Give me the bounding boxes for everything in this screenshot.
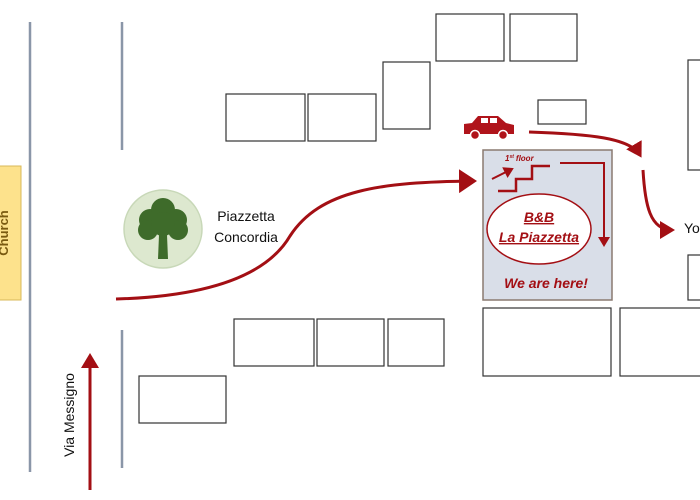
building [537, 99, 587, 125]
stairs-icon [491, 164, 550, 193]
building [382, 61, 431, 130]
building [307, 93, 377, 142]
church-block [0, 165, 22, 301]
building [225, 93, 306, 142]
church-label: Church [0, 210, 11, 256]
route-from-parking [641, 169, 675, 239]
we-are-here-label: We are here! [504, 275, 588, 291]
buildings [138, 13, 700, 424]
bnb-name-line2: La Piazzetta [499, 229, 579, 245]
building [387, 318, 445, 367]
route-to-bnb [115, 169, 477, 301]
tree-icon [123, 189, 203, 269]
building [316, 318, 385, 367]
church: Church [0, 165, 22, 301]
building [687, 254, 700, 301]
square-label-line1: Piazzetta [217, 208, 275, 224]
car-icon [464, 116, 514, 141]
street-label: Via Messigno [61, 373, 77, 457]
square-label-line2: Concordia [214, 229, 278, 245]
building [619, 307, 700, 377]
building [233, 318, 315, 367]
you-label: You [684, 220, 700, 236]
building [482, 307, 612, 377]
bnb-badge [486, 193, 592, 265]
bnb-name-line1: B&B [524, 209, 554, 225]
route-to-parking [528, 130, 642, 158]
indoor-route [560, 162, 610, 247]
building [435, 13, 505, 62]
building [687, 59, 700, 171]
building [138, 375, 227, 424]
building [509, 13, 578, 62]
